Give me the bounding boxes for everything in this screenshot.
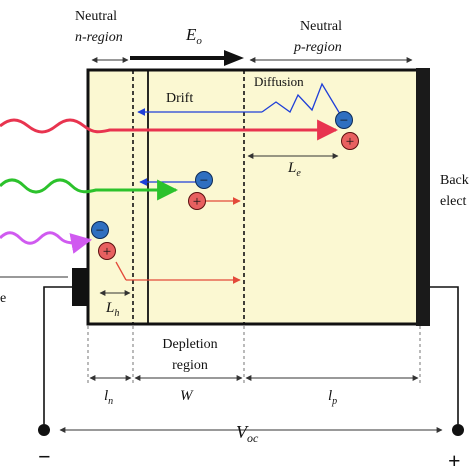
lp-label: lp (328, 388, 337, 407)
diffusion-random-walk (261, 82, 341, 115)
ln-label: ln (104, 388, 113, 407)
neutral-n-label-line2: n-region (75, 30, 123, 45)
semiconductor-slab (86, 68, 422, 326)
terminal-positive (452, 424, 464, 436)
minus-terminal-sign: − (38, 444, 51, 469)
wire-left (43, 286, 72, 424)
le-label: Le (287, 160, 301, 179)
hole-bottom-sign: + (103, 244, 111, 260)
terminal-negative (38, 424, 50, 436)
plus-terminal-sign: + (448, 448, 461, 473)
field-eo-label: Eo (185, 25, 202, 47)
back-electrode-label-line2: elect (440, 194, 467, 209)
hole-middle: + (188, 192, 206, 210)
neutral-p-label-line2: p-region (293, 40, 342, 55)
wire-right (430, 286, 459, 424)
field-eo-arrowhead (224, 50, 244, 66)
photon-violet (0, 231, 93, 254)
hole-bottom: + (98, 242, 116, 260)
hole-middle-sign: + (193, 194, 201, 210)
neutral-n-label-line1: Neutral (75, 9, 117, 24)
photon-red (0, 118, 339, 141)
front-contact (72, 268, 88, 306)
electron-middle: − (195, 171, 213, 189)
hole-top-sign: + (346, 134, 354, 150)
drift-label: Drift (166, 91, 193, 106)
back-electrode-label-line1: Back (440, 173, 469, 188)
voc-label: Voc (236, 422, 259, 445)
depletion-label-line1: Depletion (162, 337, 217, 352)
electron-top-sign: − (340, 113, 348, 129)
electron-bottom: − (91, 221, 109, 239)
depletion-label-line2: region (172, 358, 208, 373)
lh-label: Lh (105, 300, 119, 319)
electron-bottom-sign: − (96, 223, 104, 239)
back-electrode (416, 68, 430, 326)
left-edge-fragment: e (0, 291, 6, 306)
hole-top: + (341, 132, 359, 150)
diffusion-label: Diffusion (254, 74, 304, 89)
electron-middle-sign: − (200, 173, 208, 189)
electron-top: − (335, 111, 353, 129)
photon-green (0, 178, 179, 201)
neutral-p-label-line1: Neutral (300, 19, 342, 34)
w-label: W (180, 388, 194, 404)
hole-arrow-bottom (115, 261, 127, 281)
